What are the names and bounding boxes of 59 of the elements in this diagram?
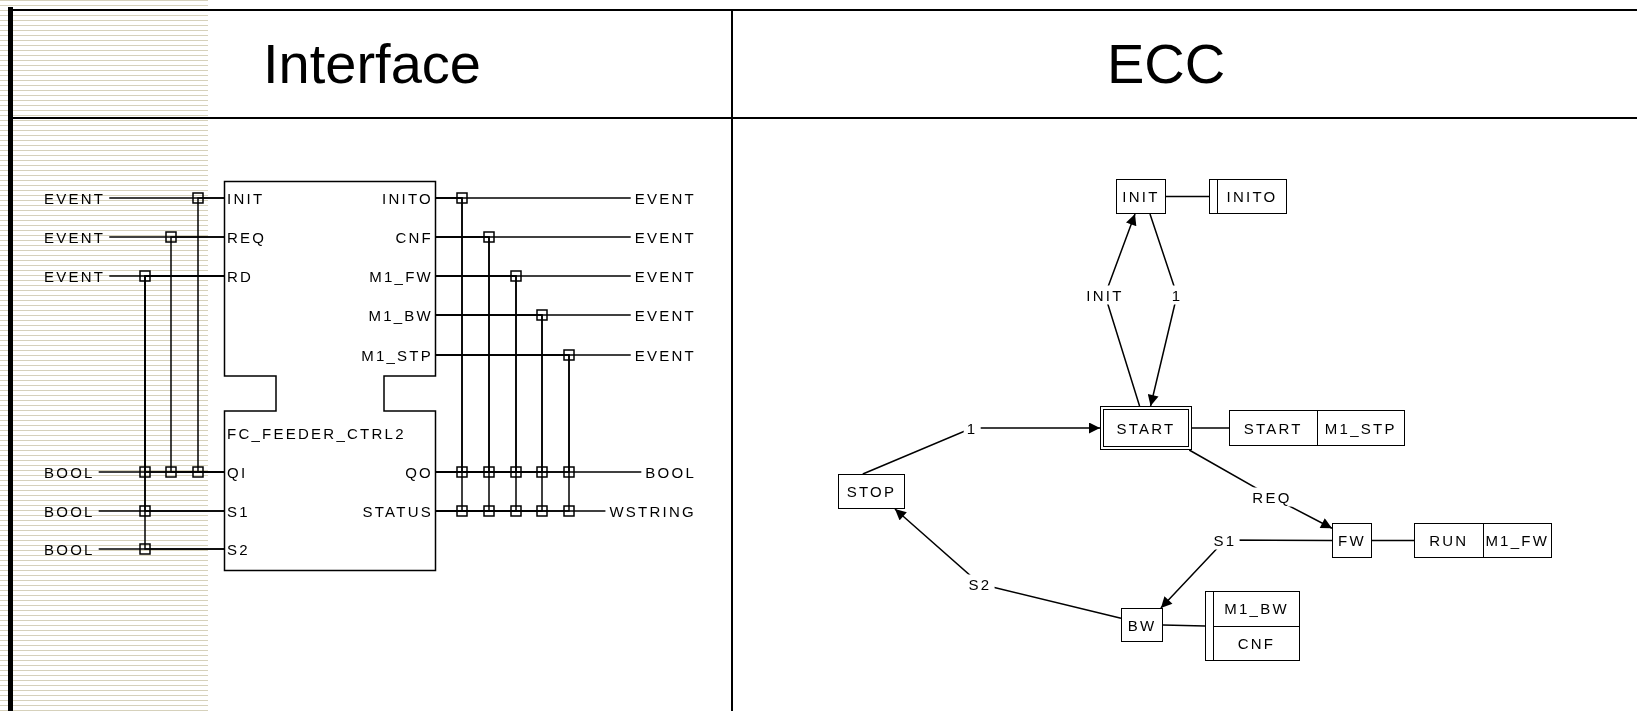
action-box — [1209, 179, 1287, 214]
action-text: INITO — [1226, 189, 1278, 204]
port-name: RD — [224, 266, 254, 286]
state-box: STOP — [838, 474, 905, 509]
action-text: RUN — [1429, 533, 1469, 548]
action-text: M1_BW — [1224, 601, 1289, 617]
data-type-label: EVENT — [630, 345, 700, 365]
port-name: M1_BW — [368, 305, 436, 325]
data-type-label: EVENT — [40, 188, 110, 208]
data-type-label: WSTRING — [605, 501, 700, 521]
transition-arrow — [1147, 213, 1178, 407]
action-box — [1414, 523, 1552, 558]
port-name: QO — [405, 462, 436, 482]
port-name: M1_STP — [361, 345, 436, 365]
port-name: S2 — [224, 539, 250, 559]
state-box: FW — [1332, 523, 1372, 558]
data-type-label: BOOL — [40, 501, 99, 521]
action-box — [1229, 410, 1405, 446]
connection-line — [1165, 195, 1210, 198]
initial-state-box: START — [1100, 406, 1192, 450]
transition-arrow — [894, 508, 1122, 619]
action-text: M1_STP — [1324, 420, 1397, 436]
data-type-label: BOOL — [641, 462, 700, 482]
block-type-name: FC_FEEDER_CTRL2 — [227, 426, 406, 441]
state-box: BW — [1121, 608, 1163, 642]
transition-arrow — [1104, 213, 1141, 407]
data-type-label: BOOL — [40, 539, 99, 559]
data-type-label: EVENT — [40, 266, 110, 286]
association-line — [435, 275, 517, 512]
data-type-label: EVENT — [630, 266, 700, 286]
column-header: ECC — [1106, 36, 1226, 92]
connection-line — [1371, 539, 1415, 542]
port-name: INITO — [382, 188, 436, 208]
action-text: START — [1243, 420, 1303, 436]
data-type-label: EVENT — [630, 305, 700, 325]
data-type-label: EVENT — [630, 227, 700, 247]
function-block — [224, 181, 436, 571]
port-name: CNF — [395, 227, 436, 247]
data-type-label: BOOL — [40, 462, 99, 482]
action-box — [1205, 591, 1300, 661]
connection-line — [1191, 427, 1230, 429]
association-line — [435, 354, 570, 512]
association-line — [197, 197, 225, 473]
port-name: REQ — [224, 227, 267, 247]
port-name: M1_FW — [369, 266, 436, 286]
port-name: QI — [224, 462, 248, 482]
connection-line — [1162, 624, 1206, 627]
transition-arrow — [862, 422, 1101, 475]
state-box: INIT — [1116, 179, 1166, 214]
port-name: INIT — [224, 188, 265, 208]
association-line — [435, 314, 543, 512]
action-text: CNF — [1237, 635, 1276, 651]
association-line — [170, 236, 225, 473]
data-type-label: EVENT — [630, 188, 700, 208]
port-name: STATUS — [362, 501, 436, 521]
column-header: Interface — [263, 36, 481, 92]
data-type-label: EVENT — [40, 227, 110, 247]
port-name: S1 — [224, 501, 250, 521]
action-text: M1_FW — [1485, 533, 1550, 548]
